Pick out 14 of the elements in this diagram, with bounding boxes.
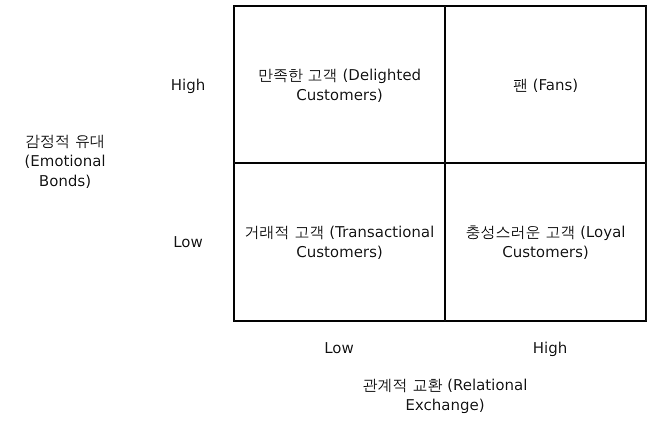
- quadrant-cell: [444, 162, 647, 322]
- quadrant-label: 팬 (Fans): [512, 74, 578, 94]
- quadrant-label: 만족한 고객 (Delighted Customers): [256, 64, 422, 104]
- axis-tick-label: Low: [172, 232, 204, 252]
- axis-title: 관계적 교환 (Relational Exchange): [362, 375, 528, 415]
- axis-tick-label: Low: [323, 338, 355, 358]
- axis-title: 감정적 유대 (Emotional Bonds): [23, 131, 107, 191]
- quadrant-cell: [233, 5, 446, 164]
- quadrant-label: 거래적 고객 (Transactional Customers): [244, 222, 436, 262]
- quadrant-label: 충성스러운 고객 (Loyal Customers): [464, 222, 626, 262]
- axis-tick-label: High: [532, 338, 568, 358]
- quadrant-cell: [444, 5, 647, 164]
- quadrant-cell: [233, 162, 446, 322]
- axis-tick-label: High: [170, 75, 206, 95]
